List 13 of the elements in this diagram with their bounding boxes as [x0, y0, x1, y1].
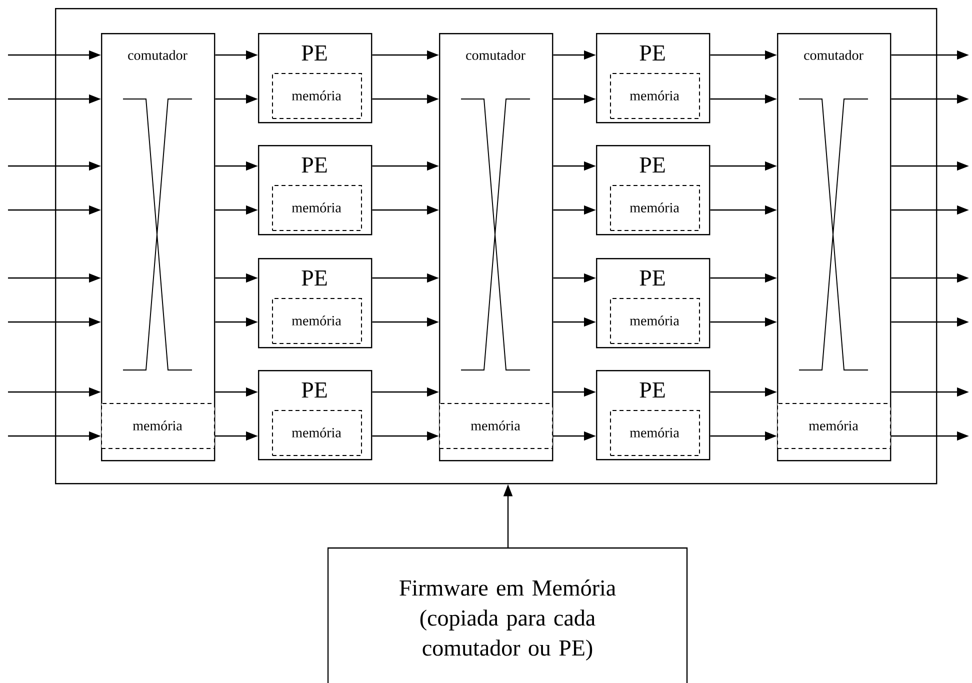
memory-box: memória — [610, 185, 700, 231]
memory-box: memória — [272, 410, 362, 456]
firmware-box: Firmware em Memória (copiada para cada comutador ou PE) — [327, 547, 688, 683]
memory-box: memória — [610, 298, 700, 344]
memory-box: memória — [777, 403, 891, 449]
memory-box: memória — [101, 403, 215, 449]
memory-box: memória — [439, 403, 553, 449]
system-box — [55, 8, 938, 484]
memory-box: memória — [272, 73, 362, 119]
memory-box: memória — [272, 185, 362, 231]
memory-box: memória — [610, 73, 700, 119]
memory-box: memória — [272, 298, 362, 344]
memory-box: memória — [610, 410, 700, 456]
